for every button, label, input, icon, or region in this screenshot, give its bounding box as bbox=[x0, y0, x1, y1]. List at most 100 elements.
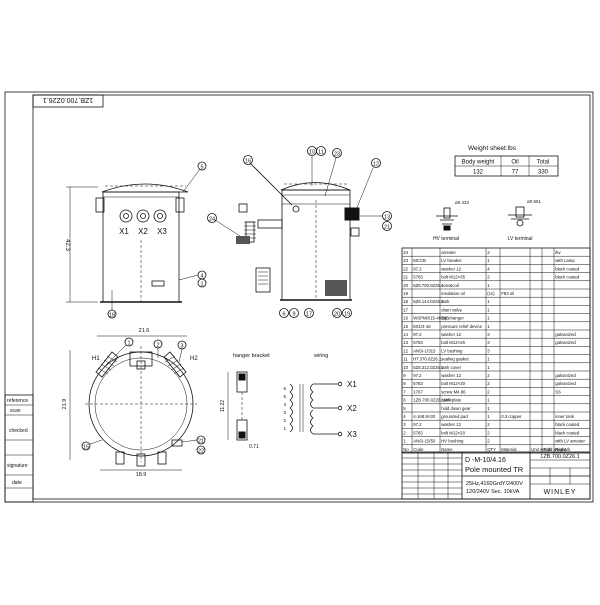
top-balloon-3: 3 bbox=[180, 344, 183, 350]
strip-reference: reference bbox=[7, 398, 28, 404]
top-hv-bushing-right bbox=[163, 351, 187, 378]
bom-cell: tap changer bbox=[441, 316, 464, 321]
bom-cell: /kv bbox=[555, 250, 561, 255]
bom-cell: 1 bbox=[487, 406, 490, 411]
bom-cell: 0.3 copper bbox=[501, 414, 522, 419]
front-balloon-1: 1 bbox=[200, 282, 203, 288]
bom-header-cell: Material bbox=[501, 447, 516, 452]
bom-cell: ANSI-1/315 bbox=[413, 348, 436, 353]
bom-cell: black coated bbox=[555, 275, 580, 280]
hanger-dim-1: 11.22 bbox=[220, 400, 226, 412]
bom-cell: bolt M12×30 bbox=[441, 381, 465, 386]
lv-bushing-x3 bbox=[153, 209, 167, 223]
title-spec-1: 25Hz,4160GrdY/2400V bbox=[466, 481, 523, 487]
bom-cell: SS bbox=[555, 389, 561, 394]
title-block: D -M-10/4.16 Pole mounted TR 25Hz,4160Gr… bbox=[401, 451, 591, 500]
bom-cell: F83 oil bbox=[501, 291, 514, 296]
bom-cell: washer 12 bbox=[441, 373, 461, 378]
bom-cell: 1 bbox=[487, 398, 490, 403]
bom-cell: 5783 bbox=[413, 381, 423, 386]
bom-cell: washer 12 bbox=[441, 332, 461, 337]
bushing-label-x1: X1 bbox=[119, 227, 129, 236]
bom-cell: 1 bbox=[487, 283, 490, 288]
bom-cell: 4 bbox=[403, 414, 406, 419]
bom-cell: arrester bbox=[441, 250, 456, 255]
bom-cell: 13 bbox=[403, 340, 408, 345]
bom-cell: MCCB bbox=[413, 258, 426, 263]
bom-cell: black coated bbox=[555, 430, 580, 435]
bom-cell: 15 bbox=[403, 324, 408, 329]
bom-cell: 3 bbox=[403, 422, 406, 427]
bom-cell: 2 bbox=[487, 275, 490, 280]
bom-cell: HV bushing bbox=[441, 439, 464, 444]
hv-terminal-label: HV terminal bbox=[433, 236, 459, 242]
bom-cell: inner tank bbox=[555, 414, 575, 419]
top-tap-changer bbox=[129, 351, 153, 367]
bom-cell: galvanized bbox=[555, 340, 576, 345]
bom-cell: 9 bbox=[403, 373, 406, 378]
side-balloon-11: 11 bbox=[318, 150, 324, 156]
title-spec-2: 120/240V Sec. 10kVA bbox=[466, 489, 520, 495]
side-balloon-10: 10 bbox=[309, 150, 315, 156]
lv-terminal: ø0.551 LV terminal bbox=[508, 199, 542, 242]
top-hv-bushing-left bbox=[95, 351, 119, 378]
bom-cell: hold down gear bbox=[441, 406, 471, 411]
secondary-coil-upper bbox=[310, 383, 314, 409]
side-view: 16 10 11 23 12 24 13 21 6 9 17 20 19 bbox=[207, 146, 392, 318]
bom-cell: 16 bbox=[403, 316, 408, 321]
weight-value-total: 330 bbox=[538, 170, 549, 176]
side-balloon-19: 19 bbox=[344, 312, 350, 318]
bom-cell: 1 bbox=[487, 258, 490, 263]
drawing-number-box: 1ZB.700.0Z26.1 bbox=[32, 94, 104, 108]
bom-cell: 24 bbox=[403, 250, 408, 255]
bom-cell: 2 bbox=[487, 381, 490, 386]
bom-header-cell: Code bbox=[413, 447, 424, 452]
top-balloon-21: 21 bbox=[198, 439, 204, 445]
top-bottom-dim: 18.9 bbox=[136, 472, 147, 478]
side-balloon-23: 23 bbox=[334, 152, 340, 158]
side-balloon-12: 12 bbox=[373, 162, 379, 168]
bom-cell: 97.2 bbox=[413, 422, 422, 427]
bom-cell: WSPM0/15-4K505 bbox=[413, 316, 449, 321]
front-view: X1 X2 X3 42.3 5 4 1 18 bbox=[64, 161, 207, 319]
weight-sheet-title: Weight sheet:lbs bbox=[468, 145, 517, 152]
bom-cell: 5783 bbox=[413, 340, 423, 345]
bom-header-cell: Total weight bbox=[543, 447, 566, 452]
bom-cell: 2 bbox=[487, 439, 490, 444]
top-balloon-1: 1 bbox=[127, 341, 130, 347]
bom-cell: 18 bbox=[403, 299, 408, 304]
strip-scan: scan bbox=[10, 408, 21, 414]
bom-header-cell: Name bbox=[441, 447, 453, 452]
bom-cell: 22 bbox=[403, 266, 408, 271]
bom-cell: 97.2 bbox=[413, 266, 422, 271]
bom-cell: 20 bbox=[403, 283, 408, 288]
side-balloon-16: 16 bbox=[245, 159, 251, 165]
tap-6: 6 bbox=[283, 386, 286, 391]
bom-cell: 1 bbox=[487, 414, 490, 419]
bom-cell: 3 bbox=[487, 348, 490, 353]
outer-frame bbox=[4, 91, 594, 503]
strip-date: date bbox=[12, 480, 22, 486]
strip-signature: signature bbox=[7, 463, 28, 469]
top-mark-h1: H1 bbox=[92, 356, 100, 362]
bom-cell: grounded pad bbox=[441, 414, 468, 419]
wiring-out-x3: X3 bbox=[347, 430, 357, 439]
secondary-coil-lower bbox=[310, 409, 314, 435]
title-model: D -M-10/4.16 bbox=[465, 457, 506, 464]
